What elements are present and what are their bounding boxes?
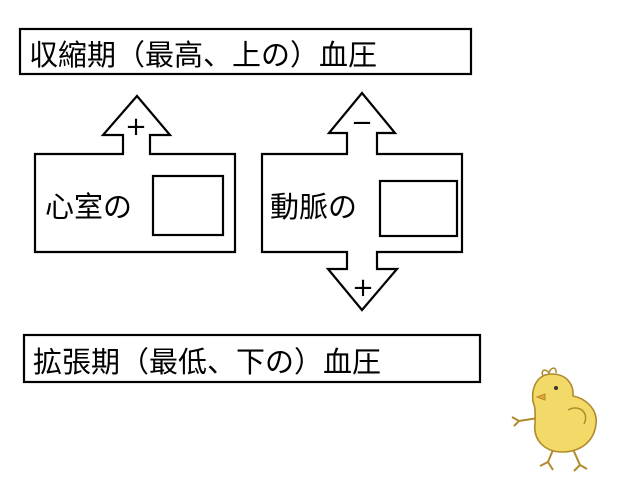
systolic-box: [18, 27, 473, 76]
artery-blank-box: [378, 179, 459, 238]
ventricle-blank-box: [151, 174, 225, 237]
diastolic-label: 拡張期（最低、下の）血圧: [33, 345, 381, 379]
artery-down-sign: +: [352, 273, 374, 303]
artery-up-sign: −: [351, 108, 373, 138]
ventricle-up-sign: +: [125, 112, 147, 142]
systolic-label: 収縮期（最高、上の）血圧: [29, 38, 377, 72]
artery-arrow-box: [260, 91, 464, 312]
ventricle-label: 心室の: [45, 190, 132, 224]
chick-icon: [511, 367, 597, 472]
artery-label: 動脈の: [270, 190, 357, 224]
ventricle-arrow-box: [33, 94, 237, 254]
diastolic-box: [22, 333, 482, 384]
